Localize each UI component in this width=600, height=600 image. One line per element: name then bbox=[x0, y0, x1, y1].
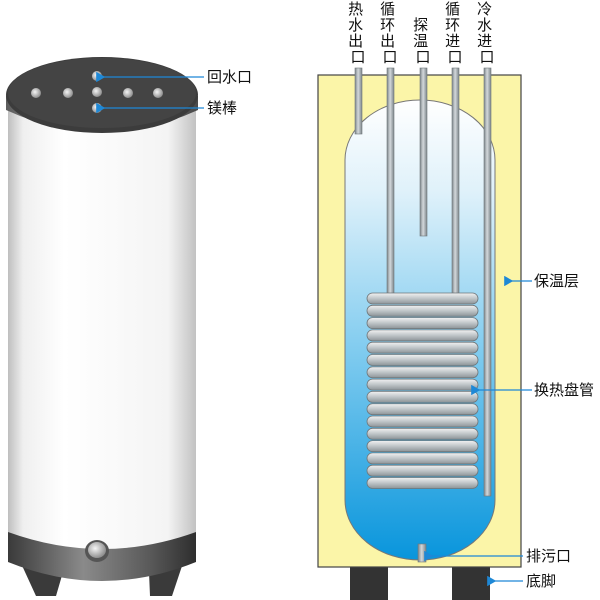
top-label-circulation-outlet: 循 环 出 口 bbox=[380, 0, 400, 66]
coil-turn bbox=[366, 477, 479, 489]
magnesium-rod-label: 镁棒 bbox=[207, 99, 237, 117]
coil-turn bbox=[366, 403, 479, 416]
cylinder-body bbox=[8, 106, 196, 549]
coil-turn bbox=[366, 329, 479, 342]
pipe-temperature-probe bbox=[419, 67, 428, 237]
drain-pipe bbox=[417, 543, 427, 563]
return-port-label: 回水口 bbox=[207, 68, 252, 86]
top-label-cold-water-inlet: 冷 水 进 口 bbox=[477, 0, 497, 66]
pipe-circulation-outlet bbox=[386, 67, 395, 299]
top-label-hot-water-outlet: 热 水 出 口 bbox=[348, 0, 368, 66]
coil-turn bbox=[366, 378, 479, 391]
coil-turn bbox=[366, 341, 479, 354]
top-port bbox=[31, 88, 41, 98]
pipe-cold-water-inlet bbox=[483, 67, 492, 497]
front-drain-knob-face bbox=[88, 542, 106, 558]
top-label-circulation-inlet: 循 环 进 口 bbox=[445, 0, 465, 66]
cylinder-illustration: 回水口 镁棒 bbox=[6, 57, 252, 596]
top-port-labels: 热 水 出 口 循 环 出 口 探 温 口 循 环 进 口 bbox=[348, 0, 497, 66]
base-feet-label: 底脚 bbox=[526, 572, 556, 590]
coil-turn bbox=[366, 440, 479, 453]
cylinder-top-lid-inner bbox=[8, 58, 196, 128]
insulation-label: 保温层 bbox=[534, 272, 579, 290]
cross-section-diagram: 热 水 出 口 循 环 出 口 探 温 口 循 环 进 口 bbox=[317, 0, 594, 600]
base-foot-right bbox=[452, 567, 490, 600]
coil-turn bbox=[366, 415, 479, 428]
coil-turn bbox=[366, 292, 479, 305]
coil-turn bbox=[366, 317, 479, 330]
coil-turn bbox=[366, 366, 479, 379]
heat-exchange-coil-label: 换热盘管 bbox=[534, 381, 594, 399]
pipe-circulation-inlet bbox=[451, 67, 460, 299]
pipe-hot-water-outlet bbox=[354, 67, 363, 135]
drain-port-label: 排污口 bbox=[526, 547, 571, 565]
top-port bbox=[92, 71, 102, 81]
top-port bbox=[63, 88, 73, 98]
top-label-temperature-probe: 探 温 口 bbox=[413, 16, 433, 66]
coil-turn bbox=[366, 452, 479, 465]
top-port bbox=[92, 87, 102, 97]
coil-turn bbox=[366, 390, 479, 403]
coil-turn bbox=[366, 427, 479, 440]
heat-exchange-coil bbox=[366, 292, 479, 489]
coil-turn bbox=[366, 354, 479, 366]
base-foot-left bbox=[350, 567, 388, 600]
coil-turn bbox=[366, 304, 479, 317]
top-port bbox=[153, 88, 163, 98]
coil-turn bbox=[366, 464, 479, 477]
top-port bbox=[92, 103, 102, 113]
top-port bbox=[123, 88, 133, 98]
